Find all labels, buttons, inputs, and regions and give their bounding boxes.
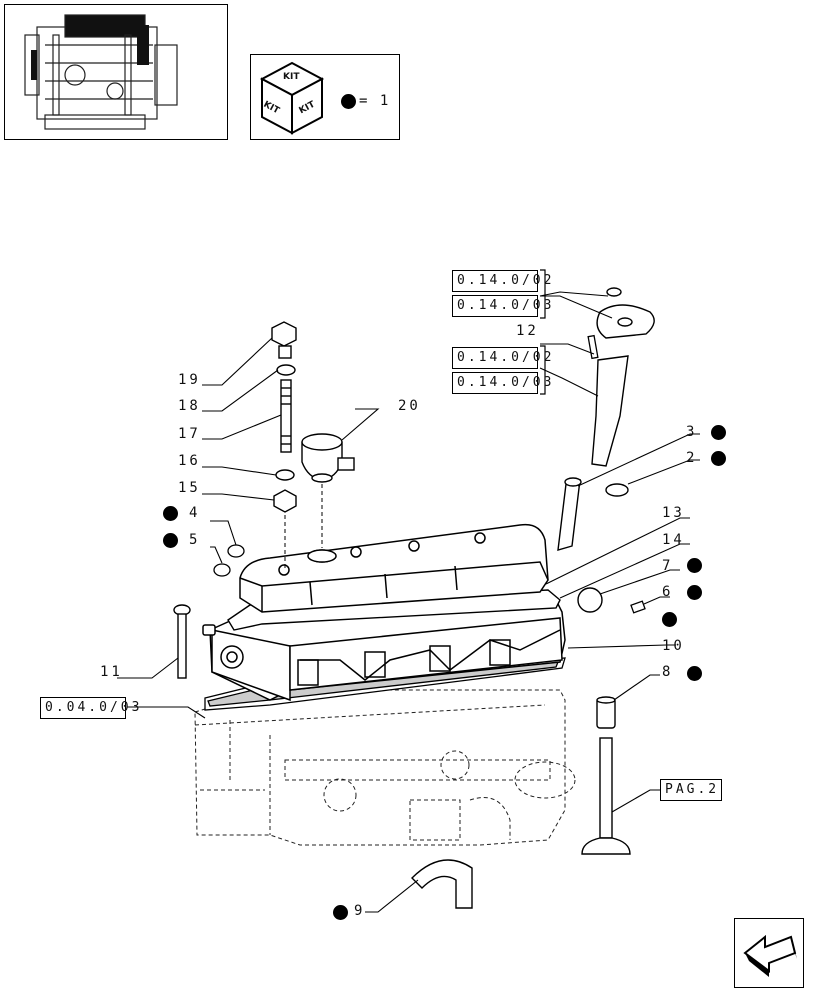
marker-dot-5 <box>163 533 178 548</box>
ref-box-0-04-0-03[interactable]: 0.04.0/03 <box>40 697 139 719</box>
engine-thumbnail-icon <box>24 14 178 130</box>
marker-dot-9 <box>333 905 348 920</box>
label-17: 17 <box>178 426 201 442</box>
part-3-injector-sleeve <box>557 477 582 551</box>
navigation-arrow-icon <box>743 934 797 977</box>
engine-block-outline <box>194 689 576 846</box>
part-19-bolt <box>271 321 297 359</box>
kit-dot <box>341 94 356 109</box>
ref-box-pag-2[interactable]: PAG.2 <box>660 779 722 801</box>
marker-dot-6 <box>687 585 702 600</box>
part-4-plug <box>227 544 245 558</box>
marker-dot-8 <box>687 666 702 681</box>
label-13: 13 <box>662 505 685 521</box>
part-9-hose <box>411 859 473 909</box>
marker-dot-4 <box>163 506 178 521</box>
label-15: 15 <box>178 480 201 496</box>
part-17-stud <box>280 379 292 453</box>
label-11: 11 <box>100 664 123 680</box>
part-15-nut <box>273 489 297 513</box>
label-18: 18 <box>178 398 201 414</box>
part-18-washer <box>276 364 296 376</box>
label-14: 14 <box>662 532 685 548</box>
part-11-bolt <box>173 604 191 679</box>
marker-dot-7 <box>687 558 702 573</box>
valve <box>581 737 631 855</box>
ref-box-0-14-0-03-upper[interactable]: 0.14.0/03 <box>452 295 551 317</box>
part-5-plug <box>213 563 231 577</box>
ref-box-0-14-0-02-upper[interactable]: 0.14.0/02 <box>452 270 551 292</box>
part-16-washer <box>275 469 295 481</box>
label-9: 9 <box>354 903 366 919</box>
cylinder-head-body <box>202 597 566 702</box>
ref-box-0-14-0-02-lower[interactable]: 0.14.0/02 <box>452 347 551 369</box>
marker-dot-3 <box>711 425 726 440</box>
label-7: 7 <box>662 558 674 574</box>
part-7-cap <box>577 587 603 613</box>
label-3: 3 <box>686 424 698 440</box>
leader-lines <box>117 291 700 913</box>
marker-dot-2 <box>711 451 726 466</box>
kit-label-top: KIT <box>283 72 300 82</box>
label-20: 20 <box>398 398 421 414</box>
part-12-pin <box>587 334 599 360</box>
label-6: 6 <box>662 584 674 600</box>
label-19: 19 <box>178 372 201 388</box>
part-2-oring <box>605 483 629 497</box>
kit-equals-text: = 1 <box>359 93 391 109</box>
injector-assembly <box>591 287 655 467</box>
label-2: 2 <box>686 450 698 466</box>
part-6-screw <box>630 600 646 614</box>
engine-thumbnail-frame <box>4 4 228 140</box>
part-8-valve-guide <box>596 696 616 729</box>
label-5: 5 <box>189 532 201 548</box>
label-8: 8 <box>662 664 674 680</box>
part-20-breather <box>301 433 355 483</box>
ref-box-0-14-0-03-lower[interactable]: 0.14.0/03 <box>452 372 551 394</box>
label-16: 16 <box>178 453 201 469</box>
nav-arrow-button[interactable] <box>734 918 804 988</box>
marker-dot-1 <box>662 612 677 627</box>
label-12: 12 <box>516 323 539 339</box>
label-10: 10 <box>662 638 685 654</box>
label-4: 4 <box>189 505 201 521</box>
